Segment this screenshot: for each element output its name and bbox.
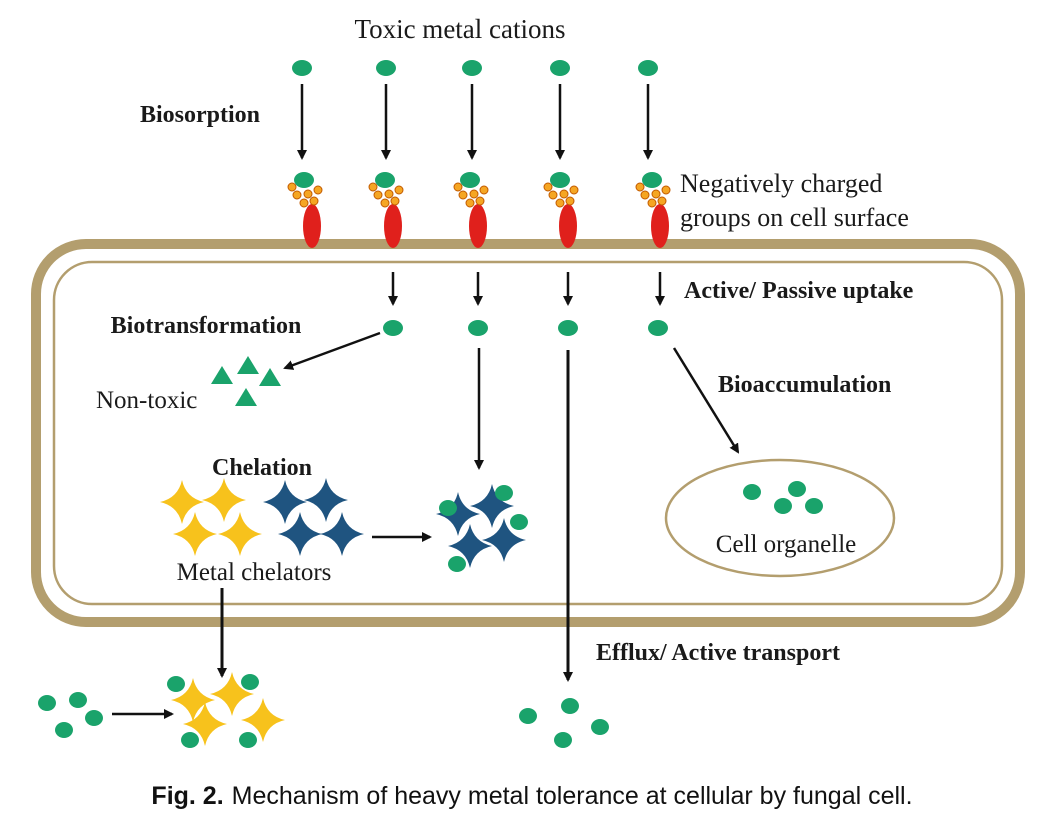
metal-cation: [241, 674, 259, 690]
non-toxic-triangle: [259, 368, 281, 386]
metal-cation: [638, 60, 658, 76]
metal-cation: [805, 498, 823, 514]
metal-cation: [519, 708, 537, 724]
charged-groups: [543, 182, 579, 208]
efflux-label: Efflux/ Active transport: [596, 640, 840, 666]
blue-chelated-complex: [436, 484, 528, 572]
biotransformation-label: Biotransformation: [111, 313, 302, 339]
receptor-protein: [384, 204, 402, 248]
non-toxic-label: Non-toxic: [96, 387, 197, 414]
receptor-5: [635, 172, 671, 248]
receptor-3: [453, 172, 489, 248]
non-toxic-products: [211, 356, 281, 406]
bound-cation: [294, 172, 314, 188]
bound-cation: [460, 172, 480, 188]
metal-cation: [495, 485, 513, 501]
receptor-protein: [469, 204, 487, 248]
metal-cation: [561, 698, 579, 714]
bound-cation: [550, 172, 570, 188]
cell-organelle-label: Cell organelle: [716, 531, 856, 558]
metal-cation: [292, 60, 312, 76]
charged-groups: [368, 182, 404, 208]
receptor-protein: [559, 204, 577, 248]
bioaccumulation-arrow: [672, 347, 740, 454]
metal-cation: [448, 556, 466, 572]
toxic-metal-cations-label: Toxic metal cations: [354, 14, 565, 44]
metal-cation: [239, 732, 257, 748]
effluxed-cations: [519, 698, 609, 748]
figure-caption-text: Mechanism of heavy metal tolerance at ce…: [231, 782, 913, 810]
metal-cation: [55, 722, 73, 738]
receptor-4: [543, 172, 579, 248]
biotransformation-arrow: [283, 331, 381, 370]
metal-cation: [383, 320, 403, 336]
receptor-protein: [651, 204, 669, 248]
metal-cation: [510, 514, 528, 530]
cell-organelle: [664, 458, 896, 578]
metal-chelators-label: Metal chelators: [177, 559, 332, 586]
metal-cation: [468, 320, 488, 336]
yellow-chelated-complex: [167, 672, 285, 748]
charged-groups: [453, 182, 489, 208]
internalized-cations: [383, 320, 668, 336]
figure-caption: Fig. 2.Mechanism of heavy metal toleranc…: [0, 782, 1064, 811]
receptor-2: [368, 172, 404, 248]
blue-chelators: [263, 478, 364, 556]
metal-cation: [648, 320, 668, 336]
receptor-protein: [303, 204, 321, 248]
metal-cation: [181, 732, 199, 748]
cell-wall: [31, 239, 1025, 627]
uptake-arrows: [388, 272, 665, 306]
metal-cation: [69, 692, 87, 708]
metal-cation: [167, 676, 185, 692]
metal-cation: [788, 481, 806, 497]
negatively-charged-label-line1: Negatively charged: [680, 169, 882, 198]
chelation-label: Chelation: [212, 455, 312, 481]
receptor-1: [287, 172, 323, 248]
biosorption-label: Biosorption: [140, 102, 260, 128]
metal-cation: [743, 484, 761, 500]
metal-cation: [462, 60, 482, 76]
bound-cation: [375, 172, 395, 188]
bioaccumulation-label: Bioaccumulation: [718, 372, 891, 398]
metal-cation: [558, 320, 578, 336]
active-passive-uptake-label: Active/ Passive uptake: [684, 278, 914, 304]
non-toxic-triangle: [235, 388, 257, 406]
non-toxic-triangle: [237, 356, 259, 374]
metal-cation: [554, 732, 572, 748]
figure-caption-label: Fig. 2.: [151, 782, 224, 810]
negatively-charged-label-line2: groups on cell surface: [680, 203, 909, 232]
incoming-metal-cations: [292, 60, 658, 76]
metal-cation: [591, 719, 609, 735]
yellow-chelators: [160, 478, 262, 556]
charged-groups: [287, 182, 323, 208]
biosorption-arrows: [297, 84, 653, 160]
non-toxic-triangle: [211, 366, 233, 384]
external-cations-left: [38, 692, 103, 738]
yellow-chelator: [160, 480, 204, 524]
organelle-cations: [743, 481, 823, 514]
surface-receptors: [287, 172, 671, 248]
metal-cation: [439, 500, 457, 516]
metal-cation: [376, 60, 396, 76]
charged-groups: [635, 182, 671, 208]
bound-cation: [642, 172, 662, 188]
metal-cation: [774, 498, 792, 514]
metal-cation: [550, 60, 570, 76]
cell-membrane: [52, 260, 1004, 606]
metal-cation: [85, 710, 103, 726]
yellow-chelator: [173, 512, 217, 556]
metal-cation: [38, 695, 56, 711]
